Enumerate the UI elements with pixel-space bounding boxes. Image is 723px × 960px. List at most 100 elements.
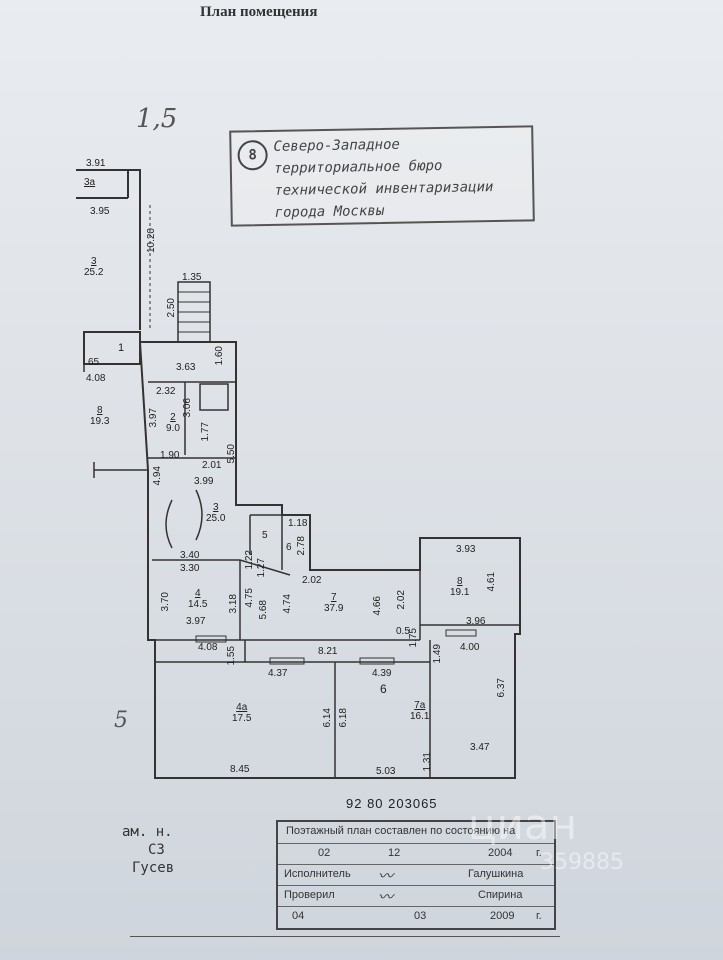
- dim-label: 1.31: [422, 752, 433, 772]
- dim-label: 3.93: [456, 544, 476, 555]
- check-suffix: г.: [536, 910, 542, 922]
- check-day: 04: [292, 910, 305, 922]
- dim-label: 3.95: [90, 206, 110, 217]
- dim-label: 2.78: [296, 536, 307, 556]
- document-title: План помещения: [200, 4, 318, 20]
- dim-label: 1.77: [200, 422, 211, 442]
- dim-label: 2.02: [302, 575, 322, 586]
- handwritten-note-top: 1,5: [136, 104, 178, 134]
- dim-label: 3.99: [194, 476, 214, 487]
- date-month: 12: [388, 847, 401, 859]
- dim-label: 5.50: [226, 444, 237, 464]
- dim-label: 1.18: [288, 518, 308, 529]
- dim-label: 3.18: [228, 594, 239, 614]
- executor-name: Галушкина: [468, 868, 524, 880]
- dim-label: 2.02: [396, 590, 407, 610]
- dim-label: 1.49: [432, 644, 443, 664]
- check-month: 03: [414, 910, 427, 922]
- dim-label: 4.39: [372, 668, 392, 679]
- room-5-label: 5: [262, 530, 268, 541]
- dim-label: 3.97: [148, 408, 159, 428]
- dim-label: 2.50: [166, 298, 177, 318]
- dim-label: 4.08: [198, 642, 218, 653]
- checker-label: Проверил: [284, 889, 335, 901]
- room-3a-label: 3а: [84, 177, 96, 188]
- dim-label: 10.20: [146, 228, 157, 254]
- dim-label: 4.61: [486, 572, 497, 592]
- check-year: 2009: [490, 910, 515, 922]
- dim-label: 3.70: [160, 592, 171, 612]
- dim-label: 3.97: [186, 616, 206, 627]
- dim-label: 4.08: [86, 373, 106, 384]
- dim-label: 1.90: [160, 450, 180, 461]
- window: [195, 635, 227, 643]
- note-gusev: Гусев: [132, 860, 175, 876]
- dim-label: 2.01: [202, 460, 222, 471]
- dim-label: 4.75: [244, 588, 255, 608]
- date-year: 2004: [488, 847, 513, 859]
- dim-label: 1.22: [244, 550, 255, 570]
- dim-label: 6.14: [322, 708, 333, 728]
- dim-label: 0.5: [396, 626, 410, 637]
- dim-label: 3.30: [180, 563, 200, 574]
- wall-upper-right: [76, 169, 141, 330]
- executor-label: Исполнитель: [284, 868, 351, 880]
- dim-label: 2.32: [156, 386, 176, 397]
- dim-label: 1.75: [408, 628, 419, 648]
- dim-label: 4.94: [152, 466, 163, 486]
- dim-label: 3.06: [182, 398, 193, 418]
- room-6-label: 6: [286, 542, 292, 553]
- dim-label: 3.91: [86, 158, 106, 169]
- dim-label: 8.45: [230, 764, 250, 775]
- dim-label: 8.21: [318, 646, 338, 657]
- outer-wall: [139, 341, 521, 779]
- window: [445, 629, 477, 637]
- info-header: Поэтажный план составлен по состоянию на: [286, 825, 516, 837]
- dim-label: 5.03: [376, 766, 396, 777]
- window: [359, 657, 395, 665]
- checker-name: Спирина: [478, 889, 523, 901]
- dim-label: 5.68: [258, 600, 269, 620]
- dim-label: 3.96: [466, 616, 486, 627]
- bottom-rule: [130, 936, 560, 937]
- date-suffix: г.: [536, 847, 542, 859]
- dim-label: 3.47: [470, 742, 490, 753]
- executor-signature: 〰: [378, 867, 394, 885]
- dim-label: 1.60: [214, 346, 225, 366]
- dim-label: 1.35: [182, 272, 202, 283]
- dim-label: 1.55: [226, 646, 237, 666]
- date-day: 02: [318, 847, 331, 859]
- dim-label: 4.74: [282, 594, 293, 614]
- dim-label: 6.37: [496, 678, 507, 698]
- dim-label: 4.66: [372, 596, 383, 616]
- dim-label: 3.40: [180, 550, 200, 561]
- watermark-brand: циан: [468, 800, 578, 849]
- shaft-box: [199, 383, 229, 411]
- note-am: ам. н.: [122, 824, 173, 840]
- handwritten-note-mid: 5: [114, 708, 128, 733]
- window: [269, 657, 305, 665]
- room-1-label: 1: [118, 342, 125, 354]
- dim-label: 6.18: [338, 708, 349, 728]
- dim-label: 1.27: [256, 558, 267, 578]
- info-box: Поэтажный план составлен по состоянию на…: [276, 820, 556, 930]
- watermark-id: 359885: [540, 850, 624, 875]
- dim-label: 4.37: [268, 668, 288, 679]
- dim-label: 3.63: [176, 362, 196, 373]
- dim-label: 4.00: [460, 642, 480, 653]
- dim-label: 6: [380, 682, 387, 696]
- note-sz: СЗ: [148, 842, 165, 858]
- inventory-number: 92 80 203065: [346, 796, 438, 811]
- dim-label: 65: [88, 357, 100, 368]
